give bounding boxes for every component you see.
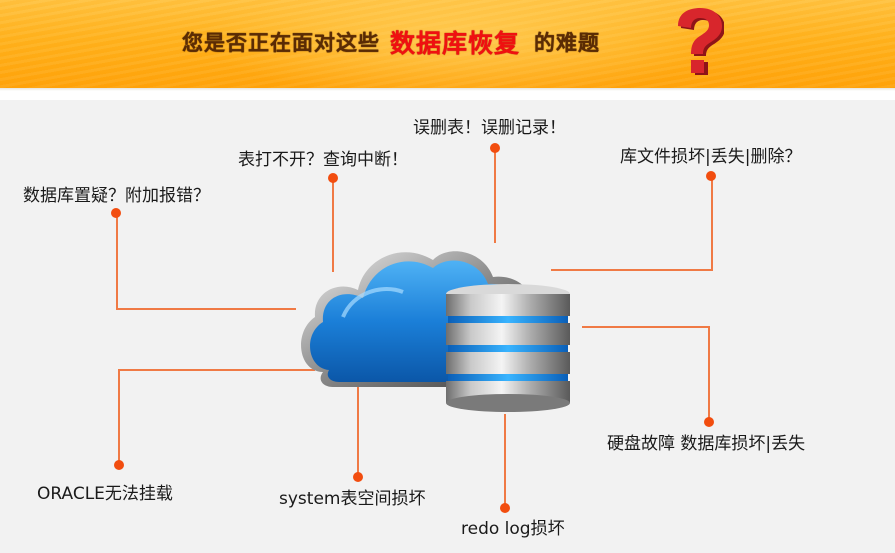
headline-prefix: 您是否正在面对这些 — [182, 31, 380, 55]
connector-line — [116, 308, 296, 310]
connector-line — [118, 369, 120, 465]
connector-dot — [500, 503, 510, 513]
connector-line — [494, 148, 496, 243]
problem-label-disk-failure: 硬盘故障 数据库损坏|丢失 — [607, 434, 806, 454]
problem-label-redo-log: redo log损坏 — [461, 519, 565, 539]
problem-label-file-damage: 库文件损坏|丢失|删除？ — [620, 147, 802, 167]
connector-line — [711, 176, 713, 271]
connector-dot — [328, 173, 338, 183]
header-banner: 您是否正在面对这些 数据库恢复 的难题 — [0, 0, 895, 88]
connector-dot — [706, 171, 716, 181]
problem-label-deleted: 误删表！误删记录！ — [413, 118, 566, 138]
connector-dot — [111, 208, 121, 218]
connector-line — [332, 178, 334, 272]
problem-label-system-tablespace: system表空间损坏 — [279, 489, 426, 509]
connector-line — [116, 213, 118, 310]
connector-line — [118, 369, 315, 371]
connector-line — [708, 326, 710, 422]
connector-line — [357, 383, 359, 477]
cloud-database-icon — [301, 251, 570, 412]
connector-line — [551, 269, 713, 271]
headline-highlight: 数据库恢复 — [390, 29, 521, 58]
connector-line — [504, 414, 506, 508]
connector-line — [582, 326, 710, 328]
connector-dot — [114, 460, 124, 470]
connector-dot — [490, 143, 500, 153]
banner-glow — [200, 0, 720, 88]
headline-suffix: 的难题 — [534, 31, 601, 55]
connector-dot — [353, 472, 363, 482]
question-mark-icon — [678, 8, 724, 75]
problem-label-suspect: 数据库置疑？附加报错？ — [23, 186, 210, 206]
problem-label-oracle-mount: ORACLE无法挂载 — [37, 484, 173, 504]
banner-headline: 您是否正在面对这些 数据库恢复 的难题 — [182, 26, 600, 58]
divider-strip — [0, 88, 895, 100]
problem-label-table-open: 表打不开？查询中断！ — [238, 150, 408, 170]
connector-dot — [704, 417, 714, 427]
